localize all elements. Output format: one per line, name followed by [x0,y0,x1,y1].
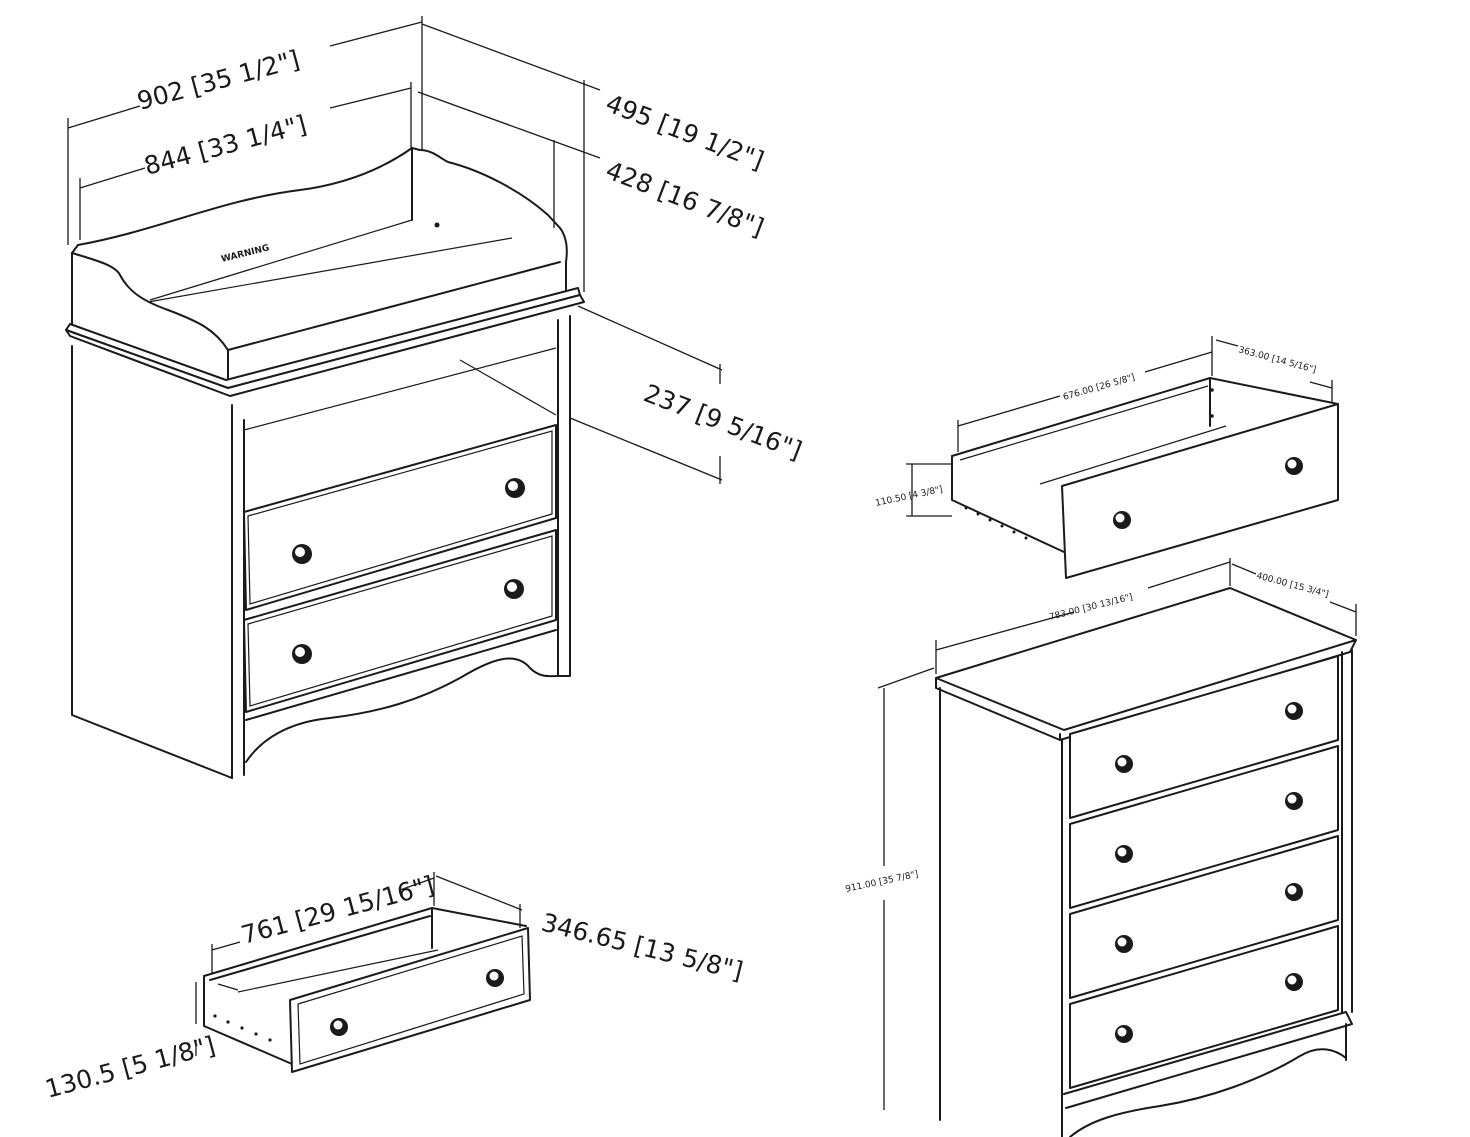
table-drawer [203,907,531,1073]
changing-table: WARNING [65,147,585,779]
top-width-label: 844 [33 1/4"] [141,110,309,181]
chest-drawer-width-label: 676.00 [26 5/8"] [1062,373,1136,403]
drawer-knob-icon [1285,702,1303,720]
chest-depth-label: 400.00 [15 3/4"] [1255,571,1329,600]
drawer-knob-icon [1115,755,1133,773]
shelf-height-label: 237 [9 5/16"] [640,379,806,466]
changing-table-dimensions: 902 [35 1/2"] 844 [33 1/4"] 495 [19 1/2"… [67,16,806,484]
chest-height-label: 911.00 [35 7/8"] [845,870,920,895]
warning-label: WARNING [220,243,270,265]
drawer-height-label: 130.5 [5 1/8"] [42,1031,218,1104]
drawer-knob-icon [1285,792,1303,810]
drawer-knob-icon [292,644,312,664]
chest-width-label: 783.00 [30 13/16"] [1048,592,1134,622]
drawer-knob-icon [1113,511,1131,529]
drawer-knob-icon [505,478,525,498]
drawer-knob-icon [1115,1025,1133,1043]
screw-hole-icon [434,222,440,228]
drawer-knob-icon [486,969,504,987]
chest-drawer-depth-label: 363.00 [14 5/16"] [1237,345,1317,375]
drawer-knob-icon [1115,845,1133,863]
drawer-knob-icon [1285,973,1303,991]
drawer-knob-icon [504,579,524,599]
chest [935,587,1357,1137]
drawer-knob-icon [292,544,312,564]
drawer-width-label: 761 [29 15/16"] [238,870,437,949]
drawer-knob-icon [1115,935,1133,953]
drawer-knob-icon [1285,457,1303,475]
drawer-knob-icon [1285,883,1303,901]
chest-drawer [951,377,1339,579]
chest-drawer-height-label: 110.50 [4 3/8"] [875,485,944,509]
drawer-depth-label: 346.65 [13 5/8"] [539,908,746,986]
drawer-knob-icon [330,1018,348,1036]
overall-width-label: 902 [35 1/2"] [134,45,302,116]
